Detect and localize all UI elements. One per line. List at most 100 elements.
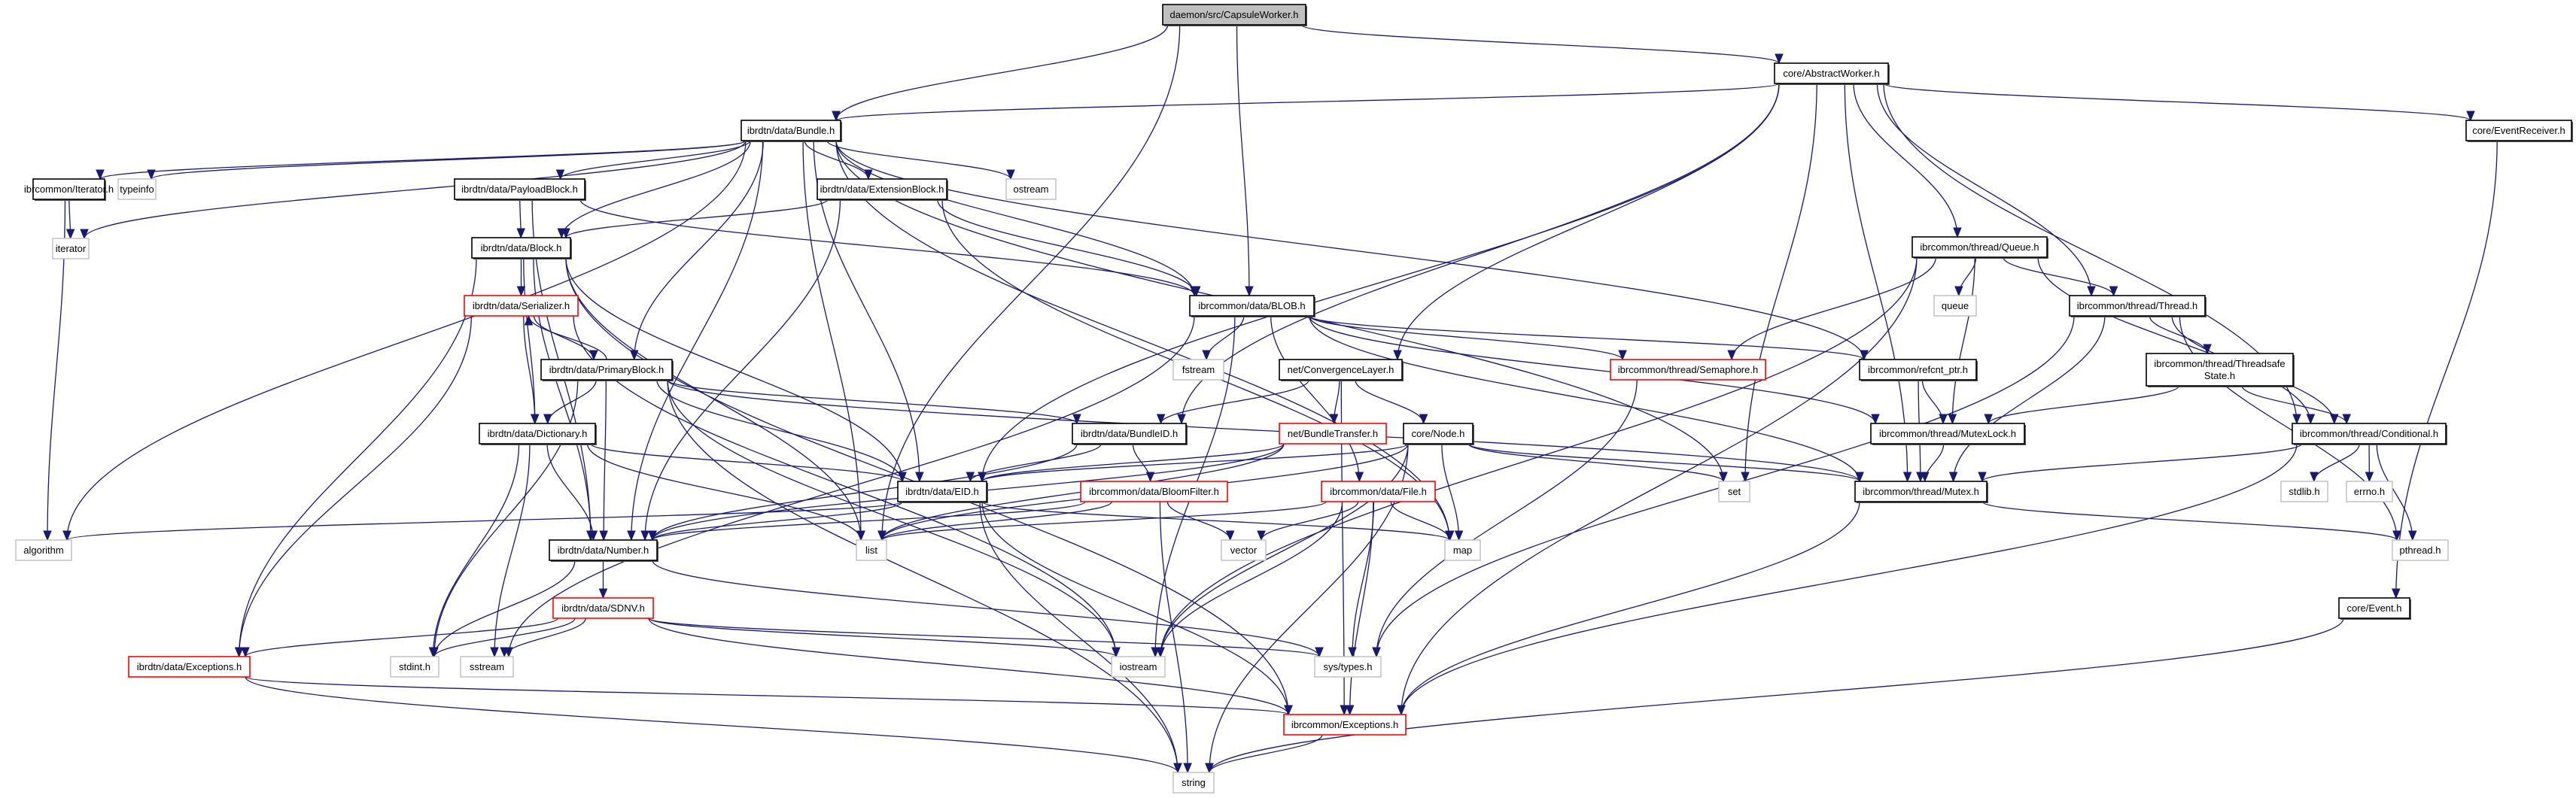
arrowhead-iterator_h-to-algorithm	[43, 530, 52, 542]
node-box	[2146, 353, 2294, 387]
node-label: ibrdtn/data/Number.h	[558, 545, 649, 556]
edge-bundle-to-map	[835, 140, 1450, 541]
edge-bundle-to-iterator_h	[99, 140, 747, 180]
edge-thread-to-pthread	[2179, 315, 2398, 541]
node-list: list	[856, 539, 887, 561]
node-capsuleworker[interactable]: daemon/src/CapsuleWorker.h	[1162, 4, 1307, 26]
edge-file-to-vector	[1261, 501, 1359, 541]
edge-sdnv-to-sstream	[503, 617, 586, 657]
arrowhead-exceptions-to-string	[1205, 763, 1214, 774]
nodes-layer: daemon/src/CapsuleWorker.h core/AbstractW…	[15, 4, 2573, 793]
node-bundleid[interactable]: ibrdtn/data/BundleID.h	[1072, 423, 1188, 445]
node-blob[interactable]: ibrcommon/data/BLOB.h	[1189, 295, 1315, 317]
arrowhead-conditional-to-mutex	[1978, 472, 1987, 483]
node-label: ibrdtn/data/Serializer.h	[473, 300, 570, 311]
arrowhead-queue_h-to-thread	[2109, 286, 2118, 297]
node-serializer[interactable]: ibrdtn/data/Serializer.h	[464, 295, 579, 317]
node-extensionblock[interactable]: ibrdtn/data/ExtensionBlock.h	[817, 178, 948, 201]
arrowhead-abstractworker-to-thread	[2087, 286, 2096, 297]
node-box	[1911, 236, 2048, 258]
arrowhead-blob-to-semaphore	[1618, 350, 1627, 361]
edge-thread-to-mutex	[1952, 315, 2106, 482]
node-box	[32, 178, 105, 200]
arrowhead-abstractworker-to-set	[1741, 472, 1750, 483]
node-box	[1854, 481, 1988, 502]
edge-exceptions-to-string	[1209, 734, 1323, 773]
edge-bloomfilter-to-string	[1159, 501, 1188, 773]
edge-payloadblock-to-blob	[579, 199, 1195, 296]
node-bundletransfer[interactable]: net/BundleTransfer.h	[1279, 423, 1387, 445]
node-mutex[interactable]: ibrcommon/thread/Mutex.h	[1854, 481, 1988, 503]
node-label: stdlib.h	[2289, 486, 2319, 497]
edge-eid-to-algorithm	[66, 501, 903, 541]
edge-bundle-to-ostream	[826, 140, 1011, 180]
node-label: ibrcommon/thread/Threadsafe	[2154, 358, 2285, 369]
edge-data_exceptions-to-exceptions	[245, 676, 1289, 715]
edge-node-to-map	[1441, 443, 1460, 541]
arrowhead-blob-to-fstream	[1202, 350, 1211, 361]
edge-abstractworker-to-eventreceiver	[1883, 83, 2471, 121]
edge-blob-to-mutexlock	[1309, 315, 1876, 424]
node-stdint: stdint.h	[390, 656, 439, 678]
arrowhead-block-to-serializer	[516, 286, 526, 297]
node-eventreceiver[interactable]: core/EventReceiver.h	[2465, 120, 2573, 142]
node-thread[interactable]: ibrcommon/thread/Thread.h	[2069, 295, 2206, 317]
node-abstractworker[interactable]: core/AbstractWorker.h	[1774, 62, 1890, 85]
node-conditional[interactable]: ibrcommon/thread/Conditional.h	[2292, 423, 2447, 445]
edge-node-to-iostream	[1160, 443, 1409, 657]
edge-convergencelayer-to-bundleid	[1160, 379, 1309, 424]
edge-blob-to-fstream	[1206, 315, 1245, 360]
node-label: ibrcommon/thread/Mutex.h	[1863, 486, 1979, 497]
node-exceptions[interactable]: ibrcommon/Exceptions.h	[1283, 714, 1407, 736]
edge-dictionary-to-stdint	[432, 443, 520, 657]
node-label: queue	[1942, 300, 1969, 311]
node-mutexlock[interactable]: ibrcommon/thread/MutexLock.h	[1870, 423, 2026, 445]
node-eid[interactable]: ibrdtn/data/EID.h	[897, 481, 988, 503]
edge-serializer-to-data_exceptions	[239, 315, 472, 657]
node-semaphore[interactable]: ibrcommon/thread/Semaphore.h	[1610, 359, 1766, 381]
node-box	[1933, 295, 1977, 317]
arrowhead-node-to-mutex	[1855, 472, 1864, 483]
node-queue_h[interactable]: ibrcommon/thread/Queue.h	[1911, 236, 2048, 259]
arrowhead-bundle-to-iterator_h	[96, 169, 105, 181]
arrowhead-conditional-to-stdlib	[2310, 472, 2319, 483]
node-convergencelayer[interactable]: net/ConvergenceLayer.h	[1279, 359, 1404, 381]
edge-conditional-to-pthread	[2376, 443, 2413, 541]
node-refcnt[interactable]: ibrcommon/refcnt_ptr.h	[1859, 359, 1978, 381]
node-file[interactable]: ibrcommon/data/File.h	[1321, 481, 1436, 502]
node-node[interactable]: core/Node.h	[1403, 423, 1474, 445]
arrowhead-semaphore-to-systypes	[1372, 647, 1381, 658]
node-number[interactable]: ibrdtn/data/Number.h	[549, 539, 658, 562]
edge-threadsafestate-to-conditional	[2241, 385, 2347, 424]
arrowhead-sdnv-to-sstream	[500, 647, 509, 658]
node-box	[552, 597, 654, 619]
edge-dictionary-to-sstream	[494, 443, 531, 657]
edge-sdnv-to-systypes	[648, 617, 1320, 657]
arrowhead-refcnt-to-mutexlock	[1939, 414, 1948, 425]
edge-bundle-to-number	[631, 140, 764, 541]
edge-node-to-eid	[981, 443, 1409, 482]
node-sdnv[interactable]: ibrdtn/data/SDNV.h	[552, 597, 654, 619]
node-bloomfilter[interactable]: ibrcommon/data/BloomFilter.h	[1080, 481, 1228, 502]
node-label: ibrcommon/data/BloomFilter.h	[1089, 486, 1219, 497]
edge-abstractworker-to-thread	[1876, 83, 2092, 296]
edge-queue_h-to-conditional	[2037, 256, 2312, 424]
node-box	[1080, 481, 1228, 502]
arrowhead-serializer-to-data_exceptions	[234, 647, 244, 658]
node-stdlib: stdlib.h	[2280, 481, 2328, 502]
node-bundle[interactable]: ibrdtn/data/Bundle.h	[741, 120, 842, 142]
node-box	[1279, 359, 1403, 381]
arrowhead-dictionary-to-list	[856, 530, 865, 542]
arrowhead-abstractworker-to-bundleid	[1177, 414, 1186, 425]
node-event[interactable]: core/Event.h	[2338, 597, 2411, 620]
node-payloadblock[interactable]: ibrdtn/data/PayloadBlock.h	[454, 178, 586, 201]
arrowhead-eid-to-algorithm	[62, 530, 71, 542]
node-block[interactable]: ibrdtn/data/Block.h	[471, 237, 572, 259]
edge-capsuleworker-to-bundle	[835, 24, 1169, 121]
node-sstream: sstream	[460, 656, 514, 678]
node-dictionary[interactable]: ibrdtn/data/Dictionary.h	[479, 423, 597, 445]
node-primaryblock[interactable]: ibrdtn/data/PrimaryBlock.h	[540, 359, 674, 381]
node-iterator_h[interactable]: ibrcommon/Iterator.h	[24, 178, 114, 201]
node-data_exceptions[interactable]: ibrdtn/data/Exceptions.h	[128, 656, 251, 678]
